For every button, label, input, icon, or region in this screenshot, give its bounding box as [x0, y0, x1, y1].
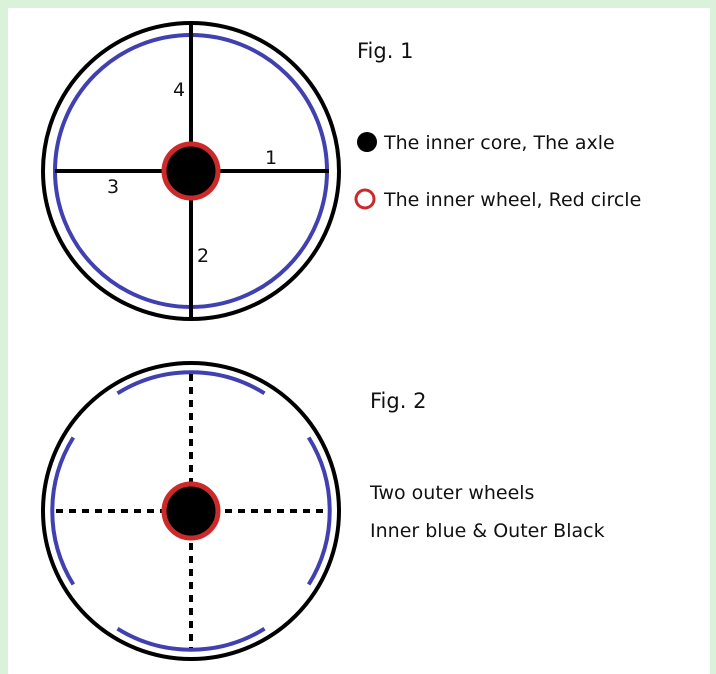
- spoke-label-1: 1: [265, 147, 277, 169]
- fig1-legend: The inner core, The axle The inner wheel…: [354, 132, 641, 211]
- spoke-label-2: 2: [197, 245, 209, 267]
- legend-red-ring-marker-icon: [354, 188, 376, 210]
- fig2-caption-line-1: Two outer wheels: [369, 482, 534, 504]
- legend-red-ring-text: The inner wheel, Red circle: [383, 189, 641, 211]
- spoke-label-3: 3: [107, 176, 119, 198]
- fig2-axle: [161, 481, 221, 541]
- fig1-title: Fig. 1: [357, 39, 413, 63]
- fig2-title: Fig. 2: [370, 389, 426, 413]
- fig1-axle: [161, 141, 221, 201]
- diagram-panel: [8, 8, 710, 674]
- fig2-blue-arc-right: [307, 436, 332, 586]
- legend-axle-text: The inner core, The axle: [383, 132, 615, 154]
- fig2-wheel: [41, 361, 341, 661]
- fig2-blue-arc-top: [116, 370, 266, 395]
- fig2-caption-line-2: Inner blue & Outer Black: [370, 520, 605, 542]
- fig2-blue-arc-bottom: [116, 627, 266, 652]
- fig2-blue-arc-left: [50, 436, 75, 586]
- fig2-outer-black-wheel: [41, 361, 341, 661]
- legend-axle-marker-icon: [357, 132, 377, 152]
- fig1-wheel: 1 2 3 4: [41, 21, 341, 321]
- spoke-label-4: 4: [173, 79, 185, 101]
